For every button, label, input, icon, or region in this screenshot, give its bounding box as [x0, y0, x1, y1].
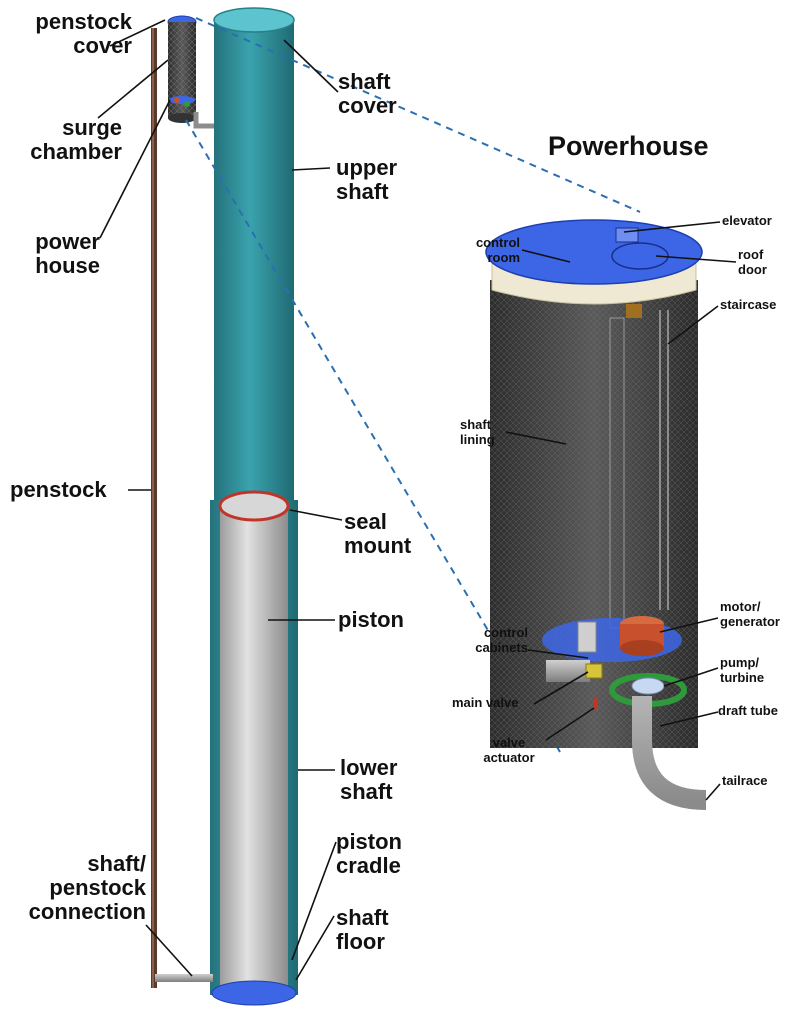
label-draft-tube: draft tube [718, 703, 778, 718]
label-tailrace: tailrace [722, 773, 768, 788]
leader-seal-mount [289, 509, 343, 521]
leader-tailrace [705, 783, 721, 801]
leader-control-cabinets [527, 649, 589, 659]
leader-piston-cradle [291, 841, 337, 961]
power-house-small-shape [169, 96, 216, 129]
shaft-floor-shape [211, 980, 297, 1006]
leader-elevator [623, 221, 721, 233]
leader-valve-actuator [545, 707, 595, 741]
leader-roof-door [655, 255, 737, 263]
leader-power-house [99, 99, 171, 239]
label-penstock: penstock [10, 477, 107, 502]
label-motor-generator: motor/generator [720, 599, 780, 629]
piston-shape [218, 490, 290, 992]
leader-surge-chamber [97, 59, 169, 119]
label-main-valve: main valve [452, 695, 519, 710]
leader-penstock-cover [109, 19, 166, 47]
leader-shaft-penstock-connection [145, 924, 193, 977]
surge-chamber-shape [168, 22, 196, 123]
leader-shaft-floor [295, 915, 335, 981]
powerhouse-detail [485, 219, 707, 810]
guide-line-top [195, 17, 641, 213]
leader-draft-tube [659, 711, 719, 727]
powerhouse-title: Powerhouse [548, 131, 709, 161]
label-shaft-penstock-connection: shaft/ penstock connection [28, 851, 146, 924]
label-pump-turbine: pump/turbine [720, 655, 765, 685]
penstock-pipe [151, 28, 157, 988]
shaft-penstock-connection-pipe [155, 974, 213, 982]
leader-staircase [667, 305, 719, 345]
leader-shaft-cover [283, 39, 339, 93]
label-elevator: elevator [722, 213, 772, 228]
label-piston: piston [338, 607, 404, 632]
label-staircase: staircase [720, 297, 777, 312]
leader-main-valve [533, 671, 589, 705]
leader-upper-shaft [291, 167, 331, 171]
leader-pump-turbine [663, 667, 719, 687]
leader-control-room [521, 249, 571, 263]
leader-motor-generator [659, 617, 719, 633]
upper-shaft-shape [213, 7, 295, 500]
leader-shaft-lining [505, 431, 567, 445]
